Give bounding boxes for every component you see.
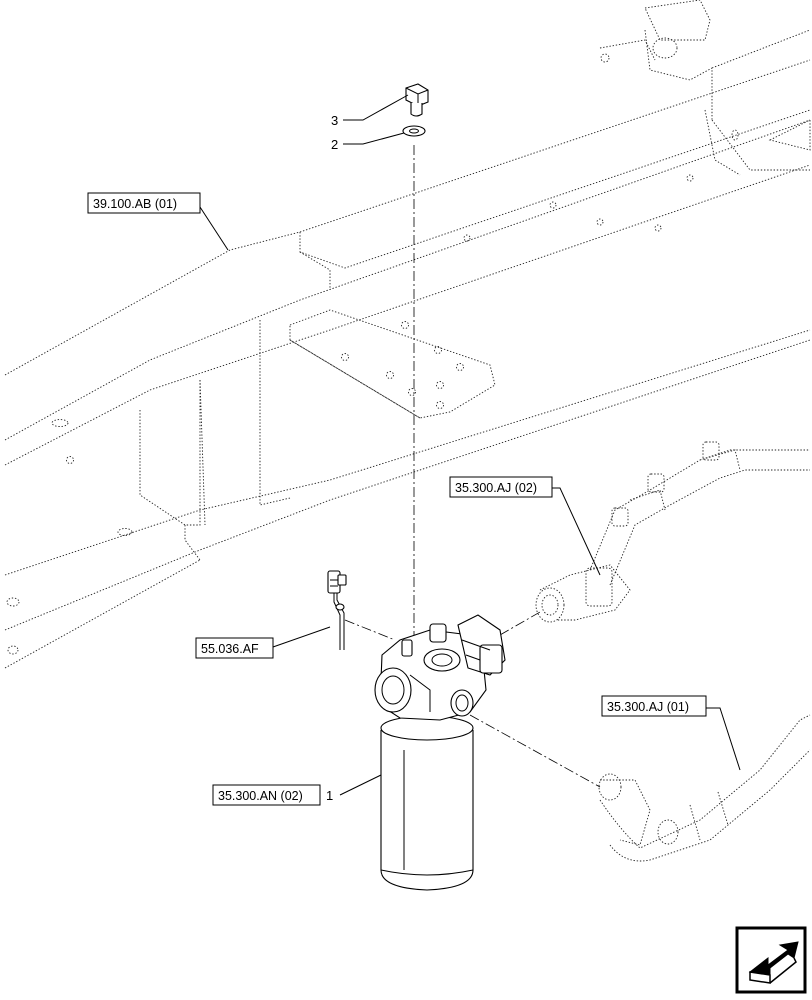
bolt-part [405,83,429,117]
leader-lines [199,94,741,796]
ref-callout-hose-lower[interactable]: 35.300.AJ (01) [601,695,707,717]
hose-assembly-upper [535,441,810,623]
item-number-washer: 2 [331,137,338,152]
filter-part [374,614,506,891]
item-number-bolt: 3 [331,113,338,128]
ref-callout-frame[interactable]: 39.100.AB (01) [87,192,201,214]
chassis-frame [4,0,811,669]
ref-label-frame: 39.100.AB (01) [93,197,177,211]
next-page-arrow-icon[interactable] [735,926,807,994]
item-number-filter: 1 [326,788,333,803]
ref-callout-sensor[interactable]: 55.036.AF [195,637,274,659]
ref-callout-hose-upper[interactable]: 35.300.AJ (02) [449,476,553,498]
ref-callout-filter[interactable]: 35.300.AN (02) [212,784,321,806]
assembly-centerline-hose-lower [469,714,601,788]
assembly-centerline-hose-upper [499,611,541,636]
ref-label-hose-lower: 35.300.AJ (01) [607,700,689,714]
sensor-part [327,570,347,650]
ref-label-hose-upper: 35.300.AJ (02) [455,481,537,495]
assembly-centerline-sensor [344,619,396,641]
hose-assembly-lower [598,714,811,862]
ref-label-filter: 35.300.AN (02) [218,789,303,803]
ref-label-sensor: 55.036.AF [201,642,259,656]
washer-part [402,125,426,137]
